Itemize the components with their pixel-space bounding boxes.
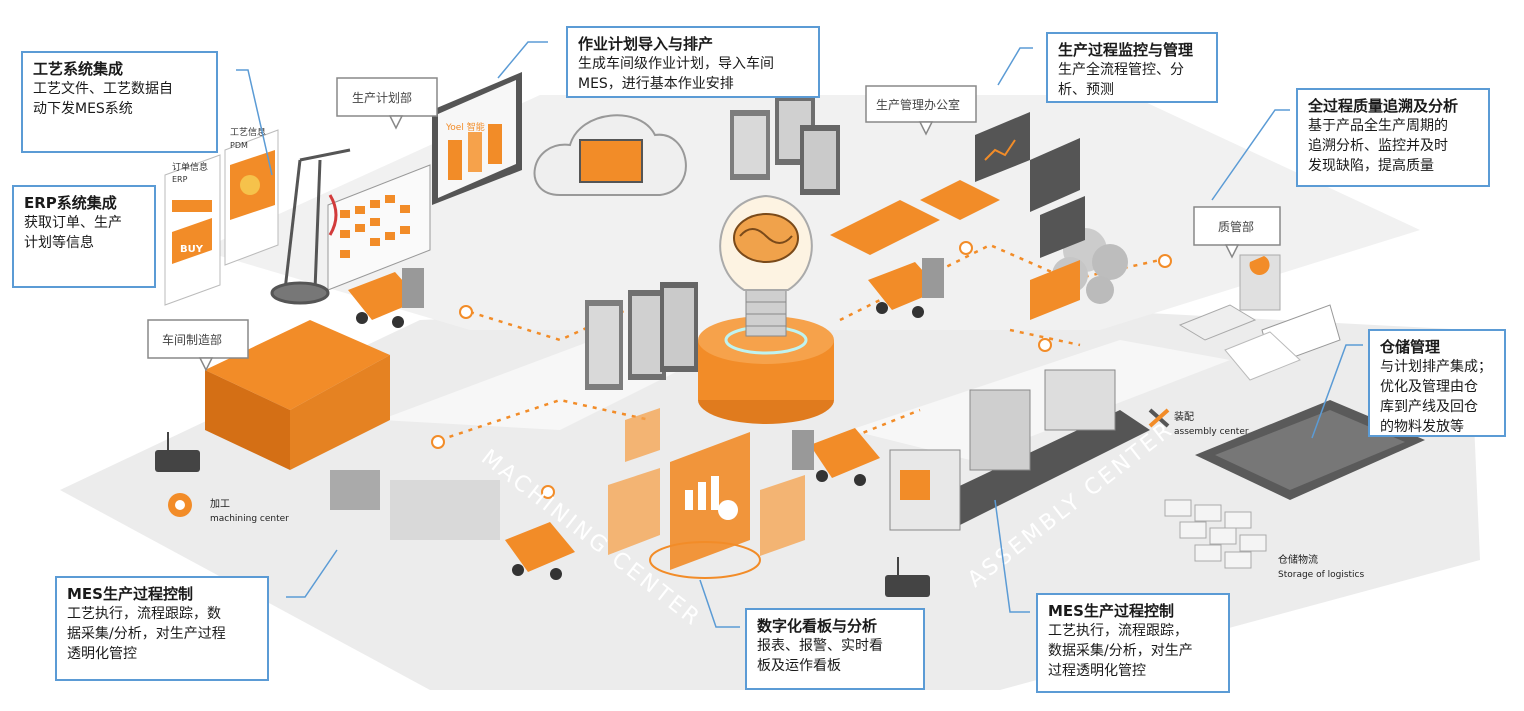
dept-label: 质管部 — [1218, 219, 1254, 234]
machining-line — [205, 320, 500, 540]
gear-icon — [168, 493, 192, 517]
callout-monitoring: 生产过程监控与管理 生产全流程管控、分 析、预测 — [1046, 32, 1218, 103]
dept-label: 生产管理办公室 — [876, 97, 960, 112]
wrench-icon — [1148, 408, 1170, 428]
machining-label-en: machining center — [210, 514, 289, 524]
callout-title: ERP系统集成 — [24, 194, 117, 212]
storage-label-en: Storage of logistics — [1278, 570, 1364, 580]
forklift — [792, 428, 880, 486]
buy-label: BUY — [180, 244, 204, 255]
callout-desc: 工艺执行，流程跟踪， 数据采集/分析，对生产 过程透明化管控 — [1048, 623, 1193, 679]
central-brain-hub — [698, 194, 834, 424]
path-node — [459, 305, 473, 319]
storage-area — [1164, 400, 1425, 569]
callout-desc: 工艺执行，流程跟踪，数 据采集/分析，对生产过程 透明化管控 — [67, 606, 226, 662]
crane-tower — [270, 148, 351, 305]
assembly-label-en: assembly center — [1174, 427, 1249, 437]
dept-label: 生产计划部 — [352, 90, 412, 105]
callout-dashboard: 数字化看板与分析 报表、报警、实时看 板及运作看板 — [745, 608, 925, 690]
assembly-label-cn: 装配 — [1174, 410, 1194, 423]
callout-mes-right: MES生产过程控制 工艺执行，流程跟踪， 数据采集/分析，对生产 过程透明化管控 — [1036, 593, 1230, 693]
server-racks-center — [585, 282, 698, 390]
planning-gantt-board — [327, 164, 431, 291]
callout-title: 作业计划导入与排产 — [578, 35, 714, 53]
screen-brand-label: Yoel 智能 — [445, 121, 485, 133]
erp-doc-subtitle: ERP — [172, 175, 188, 184]
path-node — [1038, 338, 1052, 352]
callout-title: 工艺系统集成 — [33, 60, 124, 78]
callout-desc: 与计划排产集成； 优化及管理由仓 库到产线及回仓 的物料发放等 — [1380, 359, 1492, 435]
path-node — [959, 241, 973, 255]
callout-title: 仓储管理 — [1380, 338, 1441, 356]
router-icon — [155, 432, 200, 472]
callout-title: 数字化看板与分析 — [757, 617, 878, 635]
callout-job-planning: 作业计划导入与排产 生成车间级作业计划，导入车间 MES，进行基本作业安排 — [566, 26, 820, 98]
forklift — [505, 522, 575, 580]
pdm-doc-subtitle: PDM — [230, 141, 248, 150]
floor-walkway-right — [850, 340, 1230, 460]
callout-erp-integration: ERP系统集成 获取订单、生产 计划等信息 — [12, 185, 156, 288]
office-desks — [830, 180, 1080, 320]
storage-label-cn: 仓储物流 — [1278, 553, 1318, 566]
dept-label: 车间制造部 — [162, 332, 222, 347]
dept-bubble-planning: 生产计划部 — [336, 77, 438, 130]
forklift — [348, 268, 424, 328]
assembly-line — [889, 369, 1150, 531]
planning-screen: Yoel 智能 — [432, 72, 522, 205]
callout-desc: 基于产品全生产周期的 追溯分析、监控并及时 发现缺陷，提高质量 — [1308, 118, 1448, 174]
dept-bubble-management: 生产管理办公室 — [865, 85, 977, 136]
quality-equipment — [1178, 254, 1341, 381]
cloud-monitor — [533, 114, 687, 196]
router-icon — [885, 557, 930, 597]
path-node — [431, 435, 445, 449]
callout-title: 生产过程监控与管理 — [1058, 41, 1194, 59]
pdm-doc-title: 工艺信息 — [230, 126, 266, 138]
management-monitors — [975, 112, 1085, 258]
path-node — [541, 485, 555, 499]
dept-bubble-workshop: 车间制造部 — [147, 319, 249, 372]
erp-document: 订单信息 ERP BUY — [164, 154, 221, 306]
callout-quality-trace: 全过程质量追溯及分析 基于产品全生产周期的 追溯分析、监控并及时 发现缺陷，提高… — [1296, 88, 1490, 187]
pdm-document: 工艺信息 PDM — [224, 126, 279, 266]
path-node — [1158, 254, 1172, 268]
callout-title: 全过程质量追溯及分析 — [1308, 97, 1459, 115]
callout-desc: 获取订单、生产 计划等信息 — [24, 215, 122, 251]
dept-bubble-quality: 质管部 — [1193, 206, 1281, 259]
callout-title: MES生产过程控制 — [67, 585, 193, 603]
server-racks-top — [730, 95, 840, 195]
callout-desc: 工艺文件、工艺数据自 动下发MES系统 — [33, 81, 173, 117]
callout-desc: 报表、报警、实时看 板及运作看板 — [757, 638, 883, 674]
dashboard-panels — [608, 408, 805, 579]
callout-process-integration: 工艺系统集成 工艺文件、工艺数据自 动下发MES系统 — [21, 51, 218, 153]
callout-mes-left: MES生产过程控制 工艺执行，流程跟踪，数 据采集/分析，对生产过程 透明化管控 — [55, 576, 269, 681]
callout-desc: 生产全流程管控、分 析、预测 — [1058, 62, 1184, 98]
callout-desc: 生成车间级作业计划，导入车间 MES，进行基本作业安排 — [578, 56, 774, 92]
callout-title: MES生产过程控制 — [1048, 602, 1174, 620]
gear-icon — [240, 175, 260, 195]
machining-label-cn: 加工 — [210, 498, 230, 510]
erp-doc-title: 订单信息 — [172, 161, 208, 173]
callout-warehouse: 仓储管理 与计划排产集成； 优化及管理由仓 库到产线及回仓 的物料发放等 — [1368, 329, 1506, 437]
forklift — [868, 258, 944, 318]
leader-lines — [236, 41, 1363, 628]
